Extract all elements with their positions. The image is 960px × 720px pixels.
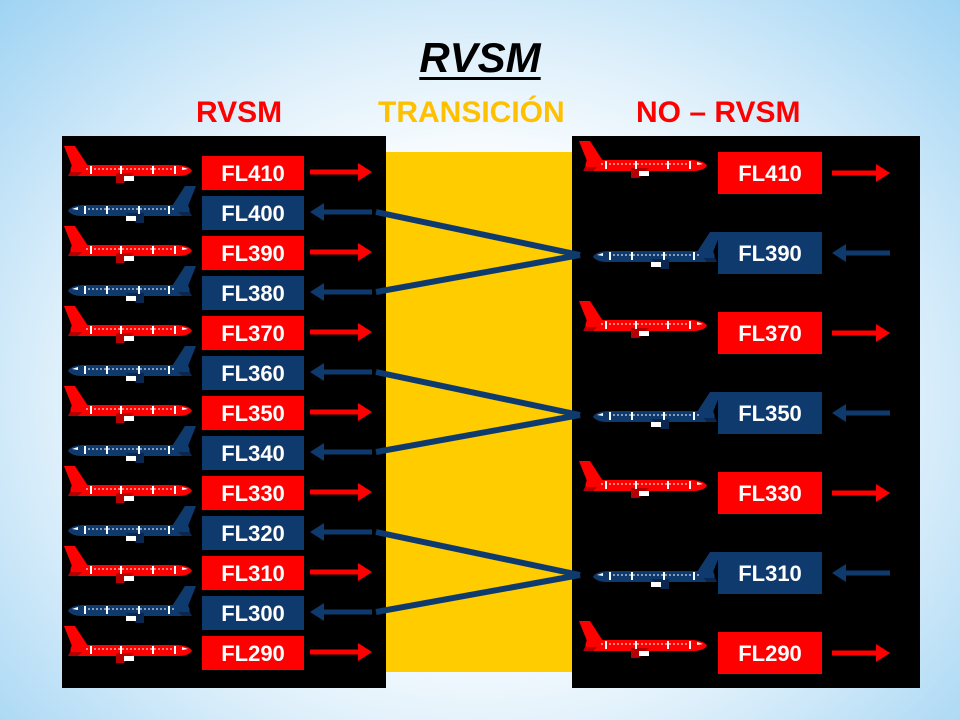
flight-level-text: FL330 <box>221 481 285 506</box>
transition-line <box>375 209 581 258</box>
flight-level-text: FL310 <box>221 561 285 586</box>
arrow-east-icon <box>310 323 372 341</box>
flight-level-text: FL360 <box>221 361 285 386</box>
arrow-west-icon <box>310 203 372 221</box>
arrow-west-icon <box>310 443 372 461</box>
flight-level-text: FL310 <box>738 561 802 586</box>
flight-level-text: FL320 <box>221 521 285 546</box>
non-rvsm-level-fl330: FL330 <box>718 472 822 514</box>
arrow-west-icon <box>310 363 372 381</box>
airplane-westbound-icon <box>68 586 196 623</box>
non-rvsm-level-fl370: FL370 <box>718 312 822 354</box>
airplane-eastbound-icon <box>579 621 707 658</box>
airplane-eastbound-icon <box>64 466 192 503</box>
airplane-eastbound-icon <box>64 626 192 663</box>
transition-line <box>375 252 581 295</box>
flight-level-text: FL390 <box>221 241 285 266</box>
flight-level-text: FL290 <box>221 641 285 666</box>
non-rvsm-level-fl390: FL390 <box>718 232 822 274</box>
flight-level-text: FL290 <box>738 641 802 666</box>
arrow-east-icon <box>832 644 890 662</box>
airplane-eastbound-icon <box>64 546 192 583</box>
airplane-westbound-icon <box>68 266 196 303</box>
arrow-east-icon <box>310 483 372 501</box>
airplane-eastbound-icon <box>64 386 192 423</box>
rvsm-level-fl390: FL390 <box>202 236 304 270</box>
transition-line <box>375 572 581 615</box>
airplane-eastbound-icon <box>579 301 707 338</box>
rvsm-level-fl300: FL300 <box>202 596 304 630</box>
flight-level-text: FL400 <box>221 201 285 226</box>
transition-line <box>375 529 581 578</box>
flight-level-text: FL330 <box>738 481 802 506</box>
arrow-west-icon <box>310 603 372 621</box>
arrow-east-icon <box>832 324 890 342</box>
airplane-westbound-icon <box>593 232 721 269</box>
non-rvsm-level-fl350: FL350 <box>718 392 822 434</box>
flight-level-text: FL300 <box>221 601 285 626</box>
arrow-west-icon <box>310 523 372 541</box>
arrow-east-icon <box>832 164 890 182</box>
airplane-westbound-icon <box>68 346 196 383</box>
arrow-east-icon <box>310 563 372 581</box>
arrow-west-icon <box>832 244 890 262</box>
airplane-westbound-icon <box>68 426 196 463</box>
page-title: RVSM <box>419 34 541 81</box>
non-rvsm-level-fl310: FL310 <box>718 552 822 594</box>
rvsm-level-fl410: FL410 <box>202 156 304 190</box>
flight-level-text: FL390 <box>738 241 802 266</box>
transition-header: TRANSICIÓN <box>378 96 565 129</box>
rvsm-header: RVSM <box>196 96 283 129</box>
arrow-east-icon <box>310 163 372 181</box>
rvsm-level-fl330: FL330 <box>202 476 304 510</box>
airplane-westbound-icon <box>68 186 196 223</box>
flight-level-text: FL410 <box>738 161 802 186</box>
airplane-eastbound-icon <box>64 226 192 263</box>
flight-level-text: FL410 <box>221 161 285 186</box>
rvsm-level-fl380: FL380 <box>202 276 304 310</box>
arrow-east-icon <box>310 243 372 261</box>
arrow-west-icon <box>832 404 890 422</box>
arrow-east-icon <box>832 484 890 502</box>
flight-level-text: FL370 <box>221 321 285 346</box>
non-rvsm-level-fl410: FL410 <box>718 152 822 194</box>
arrow-west-icon <box>310 283 372 301</box>
flight-level-text: FL340 <box>221 441 285 466</box>
flight-level-text: FL380 <box>221 281 285 306</box>
airplane-westbound-icon <box>593 392 721 429</box>
non-rvsm-header: NO – RVSM <box>636 96 801 129</box>
transition-band <box>386 152 572 672</box>
transition-line <box>375 369 581 418</box>
arrow-east-icon <box>310 643 372 661</box>
flight-level-text: FL370 <box>738 321 802 346</box>
flight-level-text: FL350 <box>221 401 285 426</box>
rvsm-level-fl400: FL400 <box>202 196 304 230</box>
arrow-west-icon <box>832 564 890 582</box>
airplane-eastbound-icon <box>579 461 707 498</box>
rvsm-level-fl290: FL290 <box>202 636 304 670</box>
airplane-eastbound-icon <box>64 306 192 343</box>
transition-line <box>375 412 581 455</box>
rvsm-level-fl360: FL360 <box>202 356 304 390</box>
non-rvsm-level-fl290: FL290 <box>718 632 822 674</box>
rvsm-level-fl320: FL320 <box>202 516 304 550</box>
airplane-westbound-icon <box>593 552 721 589</box>
rvsm-level-fl350: FL350 <box>202 396 304 430</box>
airplane-eastbound-icon <box>64 146 192 183</box>
rvsm-level-fl370: FL370 <box>202 316 304 350</box>
airplane-eastbound-icon <box>579 141 707 178</box>
rvsm-level-fl340: FL340 <box>202 436 304 470</box>
arrow-east-icon <box>310 403 372 421</box>
rvsm-level-fl310: FL310 <box>202 556 304 590</box>
flight-level-text: FL350 <box>738 401 802 426</box>
airplane-westbound-icon <box>68 506 196 543</box>
